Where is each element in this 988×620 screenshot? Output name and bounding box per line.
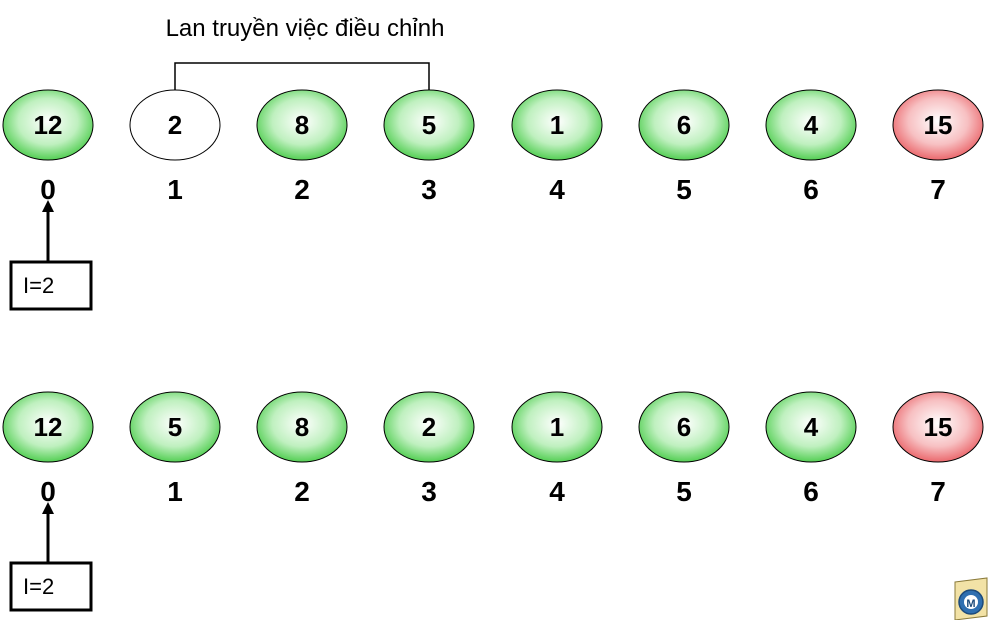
- heap-node-shape: [511, 89, 603, 161]
- array-index-label: 2: [294, 174, 310, 205]
- heap-node: 8: [256, 89, 348, 161]
- heap-node: 15: [892, 391, 984, 463]
- heap-row-after: 12 0 5 1 8 2 2 3 1 4 6 5 4 6 15 7I=2: [2, 391, 984, 612]
- heap-row-before: 12 0 2 1 8 2 5 3 1 4 6 5 4 6 15 7I=2: [2, 89, 984, 311]
- heap-node-value: 8: [295, 412, 309, 442]
- array-index-label: 3: [421, 174, 437, 205]
- school-crest-logo: M: [954, 577, 988, 620]
- array-index-label: 2: [294, 476, 310, 507]
- heap-node-value: 12: [34, 110, 63, 140]
- array-index-label: 6: [803, 476, 819, 507]
- swap-bracket: [174, 62, 430, 90]
- array-index-label: 1: [167, 476, 183, 507]
- array-index-label: 5: [676, 476, 692, 507]
- heap-node-shape: [256, 89, 348, 161]
- heap-node-value: 4: [804, 412, 819, 442]
- heap-node: 5: [129, 391, 221, 463]
- array-index-label: 7: [930, 174, 946, 205]
- heap-node: 12: [2, 391, 94, 463]
- array-index-label: 0: [40, 174, 56, 205]
- pointer-label: I=2: [23, 273, 54, 298]
- heap-node: 4: [765, 391, 857, 463]
- heap-node-value: 4: [804, 110, 819, 140]
- heap-node: 12: [2, 89, 94, 161]
- heap-node: 2: [383, 391, 475, 463]
- heap-node: 1: [511, 89, 603, 161]
- array-index-label: 6: [803, 174, 819, 205]
- diagram-title: Lan truyền việc điều chỉnh: [166, 15, 445, 42]
- heap-node: 6: [638, 391, 730, 463]
- array-index-label: 1: [167, 174, 183, 205]
- array-index-label: 0: [40, 476, 56, 507]
- heap-node-shape: [2, 391, 94, 463]
- array-index-label: 3: [421, 476, 437, 507]
- heap-node-value: 2: [168, 110, 182, 140]
- heap-node-shape: [2, 89, 94, 161]
- heap-node-shape: [638, 89, 730, 161]
- heap-node-shape: [383, 391, 475, 463]
- heap-node: 6: [638, 89, 730, 161]
- heap-node: 15: [892, 89, 984, 161]
- heap-node-shape: [638, 391, 730, 463]
- heap-node: 1: [511, 391, 603, 463]
- heap-node-value: 6: [677, 412, 691, 442]
- svg-text:M: M: [966, 598, 975, 610]
- pointer-box: [9, 561, 93, 612]
- heap-node-value: 2: [422, 412, 436, 442]
- heap-node-value: 8: [295, 110, 309, 140]
- heap-node-shape: [383, 89, 475, 161]
- heap-node-shape: [765, 89, 857, 161]
- array-index-label: 7: [930, 476, 946, 507]
- pointer-arrowhead: [42, 200, 54, 212]
- pointer-box: [9, 260, 93, 311]
- array-index-label: 5: [676, 174, 692, 205]
- heap-node-shape: [129, 391, 221, 463]
- heap-node-shape: [892, 89, 984, 161]
- heap-node-value: 1: [550, 110, 564, 140]
- heap-node-shape: [765, 391, 857, 463]
- pointer-label: I=2: [23, 574, 54, 599]
- pointer-arrowhead: [42, 502, 54, 514]
- heap-node: 5: [383, 89, 475, 161]
- heap-node-value: 15: [924, 110, 953, 140]
- heap-node-shape: [892, 391, 984, 463]
- heap-node-value: 5: [168, 412, 182, 442]
- array-index-label: 4: [549, 174, 565, 205]
- heap-node-shape: [256, 391, 348, 463]
- heap-node-value: 5: [422, 110, 436, 140]
- heap-node: 8: [256, 391, 348, 463]
- heap-node-value: 6: [677, 110, 691, 140]
- heap-node-value: 1: [550, 412, 564, 442]
- heap-node-shape: [129, 89, 221, 161]
- heap-node: 4: [765, 89, 857, 161]
- heap-node-shape: [511, 391, 603, 463]
- array-index-label: 4: [549, 476, 565, 507]
- heap-node-value: 15: [924, 412, 953, 442]
- heap-node-value: 12: [34, 412, 63, 442]
- heap-node: 2: [129, 89, 221, 161]
